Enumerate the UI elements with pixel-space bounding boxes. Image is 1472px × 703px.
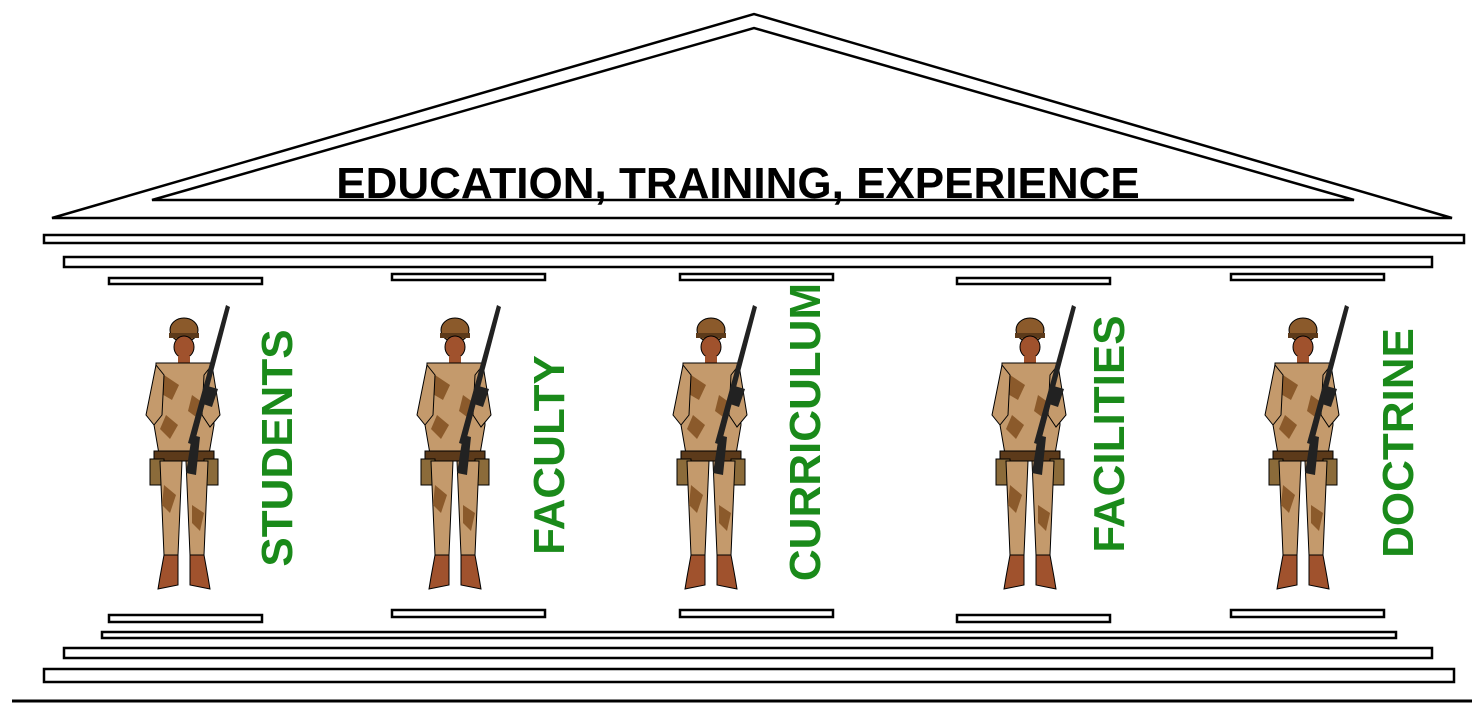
soldier-icon xyxy=(145,304,231,590)
base-step-1 xyxy=(100,630,1398,640)
pillar-label-students: STUDENTS xyxy=(253,329,302,566)
pillar-base-doctrine xyxy=(1229,608,1386,619)
entablature-top xyxy=(42,233,1466,245)
roof-inner-pediment xyxy=(151,26,1355,202)
pillar-cap-doctrine xyxy=(1229,272,1386,282)
pillar-label-facilities: FACILITIES xyxy=(1085,315,1134,552)
pillar-bases xyxy=(107,608,1386,624)
pillar-cap-curriculum xyxy=(678,272,835,282)
soldier-icon xyxy=(672,304,758,590)
pillar-caps xyxy=(107,272,1386,286)
base-step-2 xyxy=(62,646,1434,660)
pillar-base-faculty xyxy=(390,608,547,619)
pillar-cap-facilities xyxy=(955,276,1112,286)
soldier-icon xyxy=(991,304,1077,590)
soldier-icon xyxy=(1264,304,1350,590)
pillar-cap-faculty xyxy=(390,272,547,282)
pillar-base-curriculum xyxy=(678,608,835,619)
soldier-icon xyxy=(416,304,502,590)
base-step-3 xyxy=(42,667,1456,684)
roof-title: EDUCATION, TRAINING, EXPERIENCE xyxy=(336,159,1139,208)
pillar-cap-students xyxy=(107,276,264,286)
pillar-label-curriculum: CURRICULUM xyxy=(781,283,830,581)
pillar-base-facilities xyxy=(955,613,1112,624)
pillar-label-doctrine: DOCTRINE xyxy=(1374,328,1423,558)
pillar-label-faculty: FACULTY xyxy=(525,355,574,555)
entablature-bottom xyxy=(62,255,1434,269)
pillar-base-students xyxy=(107,613,264,624)
